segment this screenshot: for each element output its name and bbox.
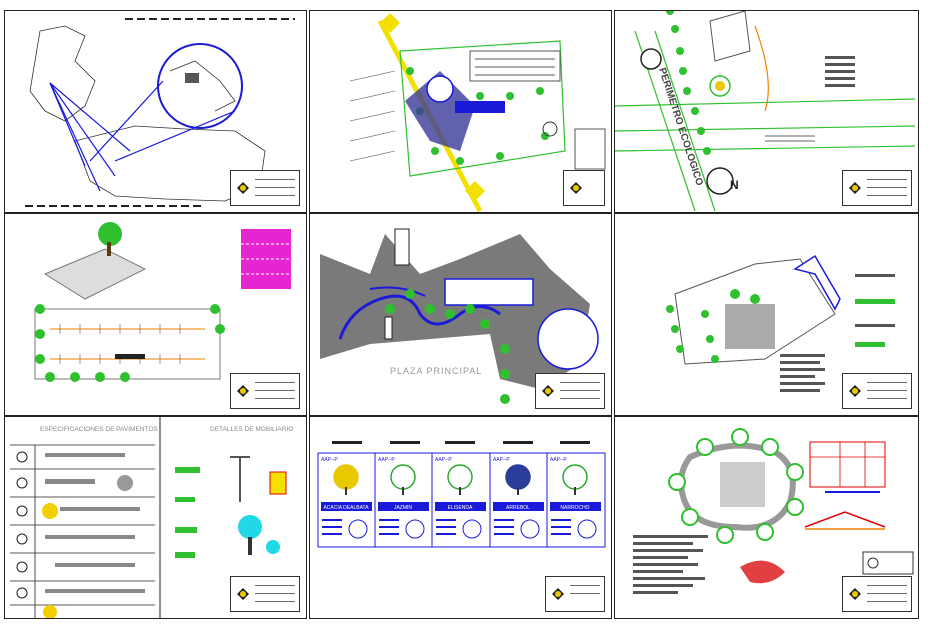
north-arrow-label: N: [730, 178, 739, 192]
spec-line: [436, 533, 456, 535]
sheet-site-plan[interactable]: [309, 10, 612, 213]
sheet-location-map[interactable]: [4, 10, 307, 213]
logo-icon: [570, 182, 582, 194]
plant-name-bar: [378, 502, 429, 511]
plant-name: JAZMIN: [394, 505, 412, 511]
furniture-title: DETALLES DE MOBILIARIO: [210, 426, 293, 433]
tree-trunk: [574, 487, 576, 495]
plant-card: AAP--P NARROCHO: [550, 457, 601, 539]
plant-card: AAP--P ARREBOL: [493, 457, 544, 539]
spec-line: [494, 526, 514, 528]
plaza-title: PLAZA PRINCIPAL: [390, 366, 482, 376]
spec-line: [436, 526, 456, 528]
perimeter-drawing: N PERIMETRO ECOLOGICO: [615, 11, 916, 212]
logo-icon: [552, 588, 564, 600]
tree-trunk: [345, 487, 347, 495]
sheet-plaza[interactable]: PLAZA PRINCIPAL: [309, 213, 612, 416]
logo-icon: [849, 182, 861, 194]
plant-name: ARREBOL: [506, 505, 530, 511]
plant-palette-drawing: AAP--P ACACIA DEALBATA AAP--P JAZMIN AAP--P E…: [317, 441, 606, 548]
spec-line: [494, 533, 514, 535]
spec-line: [551, 533, 571, 535]
tree-plan-icon: [462, 519, 482, 539]
spec-line: [322, 526, 342, 528]
plant-name: ACACIA DEALBATA: [323, 505, 369, 511]
tree-plan-icon: [348, 519, 368, 539]
plant-name-bar: [550, 502, 601, 511]
plant-name-bar: [321, 502, 372, 511]
title-block: [230, 373, 300, 409]
spec-line: [379, 526, 399, 528]
spec-line: [322, 519, 342, 521]
spec-line: [551, 526, 571, 528]
spec-line: [551, 519, 571, 521]
logo-icon: [542, 385, 554, 397]
site-plan-drawing: [349, 13, 606, 212]
plant-code: AAP--P: [378, 457, 395, 463]
spec-line: [379, 519, 399, 521]
logo-icon: [849, 588, 861, 600]
title-block: [842, 373, 912, 409]
sheet-garden-detail[interactable]: [614, 416, 919, 619]
logo-icon: [237, 182, 249, 194]
plant-name-bar: [493, 502, 544, 511]
logo-icon: [849, 385, 861, 397]
sheet-plant-palette[interactable]: AAP--P ACACIA DEALBATA AAP--P JAZMIN AAP--P E…: [309, 416, 612, 619]
title-block: [535, 373, 605, 409]
tree-plan-icon: [520, 519, 540, 539]
tree-canopy-icon: [562, 464, 588, 490]
plant-code: AAP--P: [321, 457, 338, 463]
title-block: [230, 170, 300, 206]
plant-code: AAP--P: [435, 457, 452, 463]
tree-plan-icon: [405, 519, 425, 539]
plant-name-bar: [435, 502, 486, 511]
tree-canopy-icon: [390, 464, 416, 490]
plant-name: NARROCHO: [560, 505, 589, 511]
tree-trunk: [517, 487, 519, 495]
title-block: [230, 576, 300, 612]
pavements-title: ESPECIFICACIONES DE PAVIMENTOS: [40, 426, 158, 433]
tree-canopy-icon: [505, 464, 531, 490]
title-block: [545, 576, 605, 612]
spec-line: [322, 533, 342, 535]
logo-icon: [237, 385, 249, 397]
plant-code: AAP--P: [550, 457, 567, 463]
spec-line: [494, 519, 514, 521]
title-block: [842, 576, 912, 612]
tree-trunk: [459, 487, 461, 495]
sheet-specifications[interactable]: ESPECIFICACIONES DE PAVIMENTOS DETALLES …: [4, 416, 307, 619]
parking-drawing: [34, 222, 291, 382]
plant-card: AAP--P ACACIA DEALBATA: [321, 457, 372, 539]
plaza-drawing: PLAZA PRINCIPAL: [320, 228, 599, 404]
sheet-parking[interactable]: [4, 213, 307, 416]
sheet-perimeter[interactable]: N PERIMETRO ECOLOGICO: [614, 10, 919, 213]
sheet-lot-plan[interactable]: [614, 213, 919, 416]
plant-card: AAP--P JAZMIN: [378, 457, 429, 539]
specifications-drawing: ESPECIFICACIONES DE PAVIMENTOS DETALLES …: [10, 417, 293, 618]
logo-icon: [237, 588, 249, 600]
tree-plan-icon: [577, 519, 597, 539]
spec-line: [436, 519, 456, 521]
tree-canopy-icon: [447, 464, 473, 490]
plant-card: AAP--P ELISENDA: [435, 457, 486, 539]
plant-name: ELISENDA: [448, 505, 473, 511]
lot-plan-drawing: [666, 254, 895, 392]
tree-canopy-icon: [333, 464, 359, 490]
title-block: [842, 170, 912, 206]
spec-line: [379, 533, 399, 535]
tree-trunk: [402, 487, 404, 495]
garden-detail-drawing: [633, 428, 914, 594]
title-block: [563, 170, 605, 206]
plant-code: AAP--P: [493, 457, 510, 463]
